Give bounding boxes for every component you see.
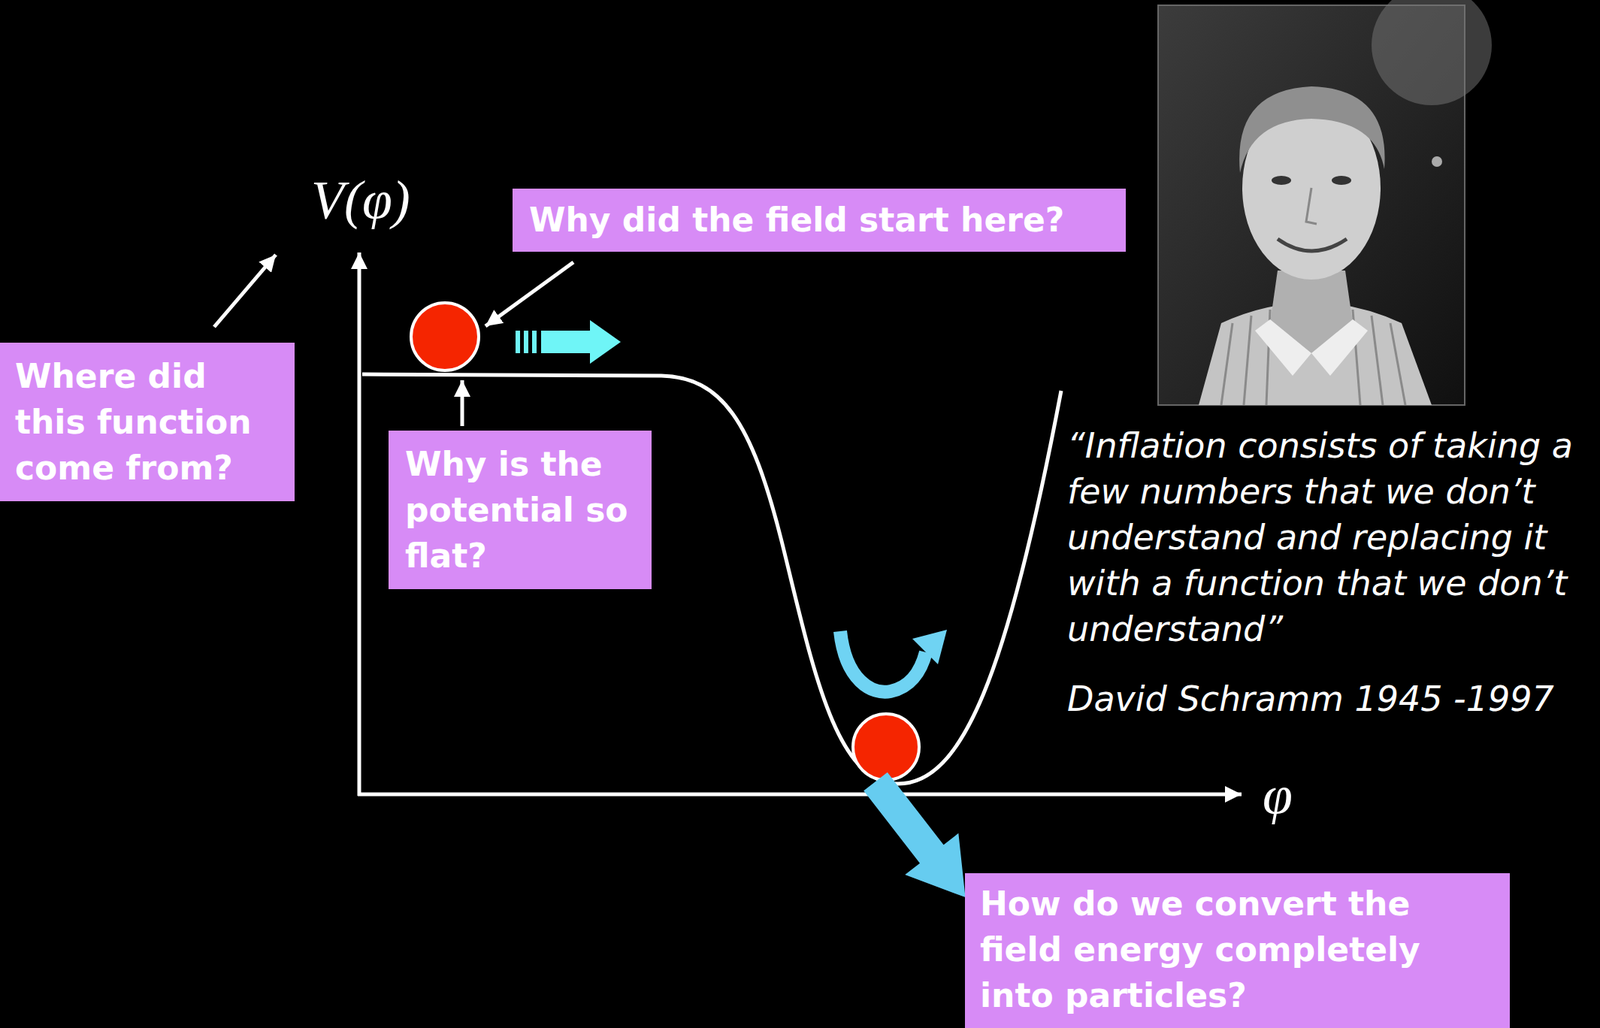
field-ball	[411, 302, 479, 371]
motion-bar	[523, 330, 529, 354]
smile	[1277, 238, 1347, 252]
callout-box: Where did this function come from?	[0, 342, 295, 502]
stripe	[1390, 323, 1406, 406]
motion-bar	[532, 330, 537, 354]
hair	[1239, 86, 1385, 173]
photo-backdrop	[1371, 0, 1492, 106]
eye	[1331, 175, 1352, 185]
callout-box: Why is the potential so flat?	[388, 430, 652, 590]
axis-label: φ	[1262, 765, 1293, 826]
y-axis	[357, 252, 362, 796]
motion-bar	[515, 330, 521, 354]
callout-box: How do we convert the field energy compl…	[964, 873, 1510, 1028]
portrait-photo	[1158, 0, 1492, 406]
oscillation-arrow	[840, 629, 947, 693]
oscillation-path	[840, 631, 926, 693]
axis-label: V(φ)	[311, 169, 411, 230]
stripe	[1371, 315, 1383, 406]
stripe	[1243, 315, 1252, 406]
quote-text: “Inflation consists of taking a few numb…	[1067, 423, 1586, 653]
field-ball	[852, 713, 920, 781]
motion-arrow	[515, 320, 621, 364]
photo-backdrop	[1431, 156, 1443, 167]
oscillation-head	[912, 629, 947, 665]
nose	[1306, 187, 1317, 224]
eye	[1271, 175, 1292, 185]
callout-text: How do we convert the field energy compl…	[979, 880, 1465, 1019]
potential-curve	[362, 374, 1062, 784]
callout-text: Why did the field start here?	[529, 196, 1110, 243]
x-axis	[357, 792, 1242, 797]
callout-text: Where did this function come from?	[15, 353, 273, 491]
attribution: David Schramm 1945 -1997	[1067, 676, 1555, 723]
leader-arrow	[214, 254, 276, 327]
callout-text: Why is the potential so flat?	[405, 441, 642, 579]
leader-arrow	[485, 262, 574, 327]
motion-arrow-body	[541, 320, 621, 364]
callout-box: Why did the field start here?	[512, 188, 1126, 252]
collar	[1255, 319, 1368, 376]
stripe	[1221, 323, 1233, 406]
leader-arrow	[460, 380, 465, 427]
